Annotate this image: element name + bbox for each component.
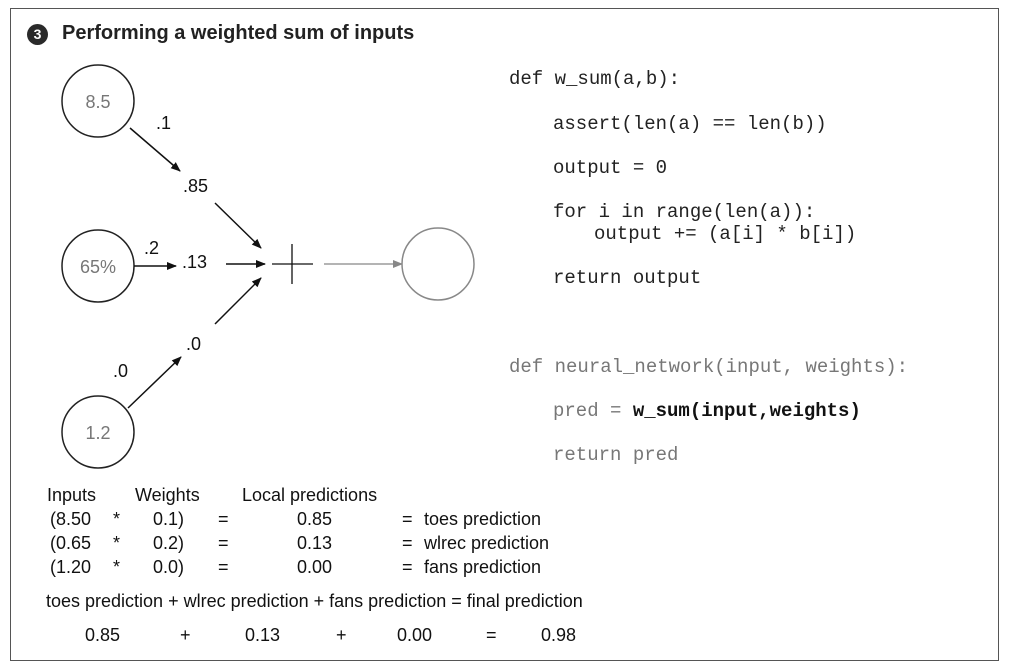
- figure-frame: [10, 8, 999, 661]
- code-w-sum-def: def w_sum(a,b):: [509, 68, 681, 90]
- arrow-fans-to-sum: [214, 277, 262, 325]
- table-row-3-op: *: [113, 557, 121, 577]
- input-value-toes: 8.5: [85, 92, 110, 112]
- sum-value-fans: 0.00: [397, 625, 433, 645]
- arrow-fans-to-local: [127, 356, 182, 409]
- sum-formula-text: toes prediction + wlrec prediction + fan…: [46, 591, 583, 611]
- table-row-3-label: fans prediction: [424, 557, 542, 577]
- table-row-2-op: *: [113, 533, 121, 553]
- table-row-1-input: (8.50: [50, 509, 92, 529]
- sum-plus-2: +: [336, 625, 347, 645]
- code-pred-call: w_sum(input,weights): [632, 400, 861, 422]
- sum-final-value: 0.98: [541, 625, 577, 645]
- table-header-weights: Weights: [135, 485, 200, 505]
- code-neural-network-def: def neural_network(input, weights):: [509, 356, 909, 378]
- sum-equals: =: [486, 625, 497, 645]
- local-value-wlrec: .13: [182, 252, 207, 272]
- table-row-1-label: toes prediction: [424, 509, 542, 529]
- page-title: Performing a weighted sum of inputs: [62, 22, 415, 44]
- table-row-2-weight: 0.2): [153, 533, 185, 553]
- code-assert-line: assert(len(a) == len(b)): [553, 113, 827, 135]
- local-value-fans: .0: [186, 334, 201, 354]
- sum-value-toes: 0.85: [85, 625, 121, 645]
- table-header-inputs: Inputs: [47, 485, 97, 505]
- table-header-local-predictions: Local predictions: [242, 485, 378, 505]
- code-pred-prefix: pred =: [553, 400, 633, 422]
- arrow-toes-to-sum: [214, 202, 262, 249]
- table-row-2-eq: =: [218, 533, 229, 553]
- table-row-3-local: 0.00: [297, 557, 333, 577]
- code-return-output: return output: [553, 267, 702, 289]
- input-value-wlrec: 65%: [80, 257, 116, 277]
- code-accumulate-line: output += (a[i] * b[i]): [594, 223, 857, 245]
- table-row-1-local: 0.85: [297, 509, 333, 529]
- code-output-init: output = 0: [553, 157, 668, 179]
- code-for-line: for i in range(len(a)):: [553, 201, 816, 223]
- table-row-3-weight: 0.0): [153, 557, 185, 577]
- input-value-fans: 1.2: [85, 423, 110, 443]
- table-row-1-eq: =: [218, 509, 229, 529]
- output-node: [401, 227, 475, 301]
- table-row-2-local: 0.13: [297, 533, 333, 553]
- table-row-2-eq2: =: [402, 533, 413, 553]
- table-row-2-input: (0.65: [50, 533, 92, 553]
- table-row-1-weight: 0.1): [153, 509, 185, 529]
- table-row-1-op: *: [113, 509, 121, 529]
- table-row-2-label: wlrec prediction: [424, 533, 550, 553]
- table-row-3-eq: =: [218, 557, 229, 577]
- input-node-toes: [61, 64, 135, 138]
- input-node-fans: [61, 395, 135, 469]
- local-value-toes: .85: [183, 176, 208, 196]
- table-row-1-eq2: =: [402, 509, 413, 529]
- weight-label-fans: .0: [113, 361, 128, 381]
- weight-label-wlrec: .2: [144, 238, 159, 258]
- sum-operator-plus: [272, 244, 313, 284]
- step-number-badge: 3: [27, 24, 48, 45]
- sum-plus-1: +: [180, 625, 191, 645]
- code-pred-line: pred = w_sum(input,weights): [553, 400, 861, 422]
- sum-value-wlrec: 0.13: [245, 625, 281, 645]
- table-row-3-input: (1.20: [50, 557, 92, 577]
- table-row-3-eq2: =: [402, 557, 413, 577]
- weight-label-toes: .1: [156, 113, 171, 133]
- arrow-toes-to-local: [129, 127, 181, 172]
- code-return-pred: return pred: [553, 444, 679, 466]
